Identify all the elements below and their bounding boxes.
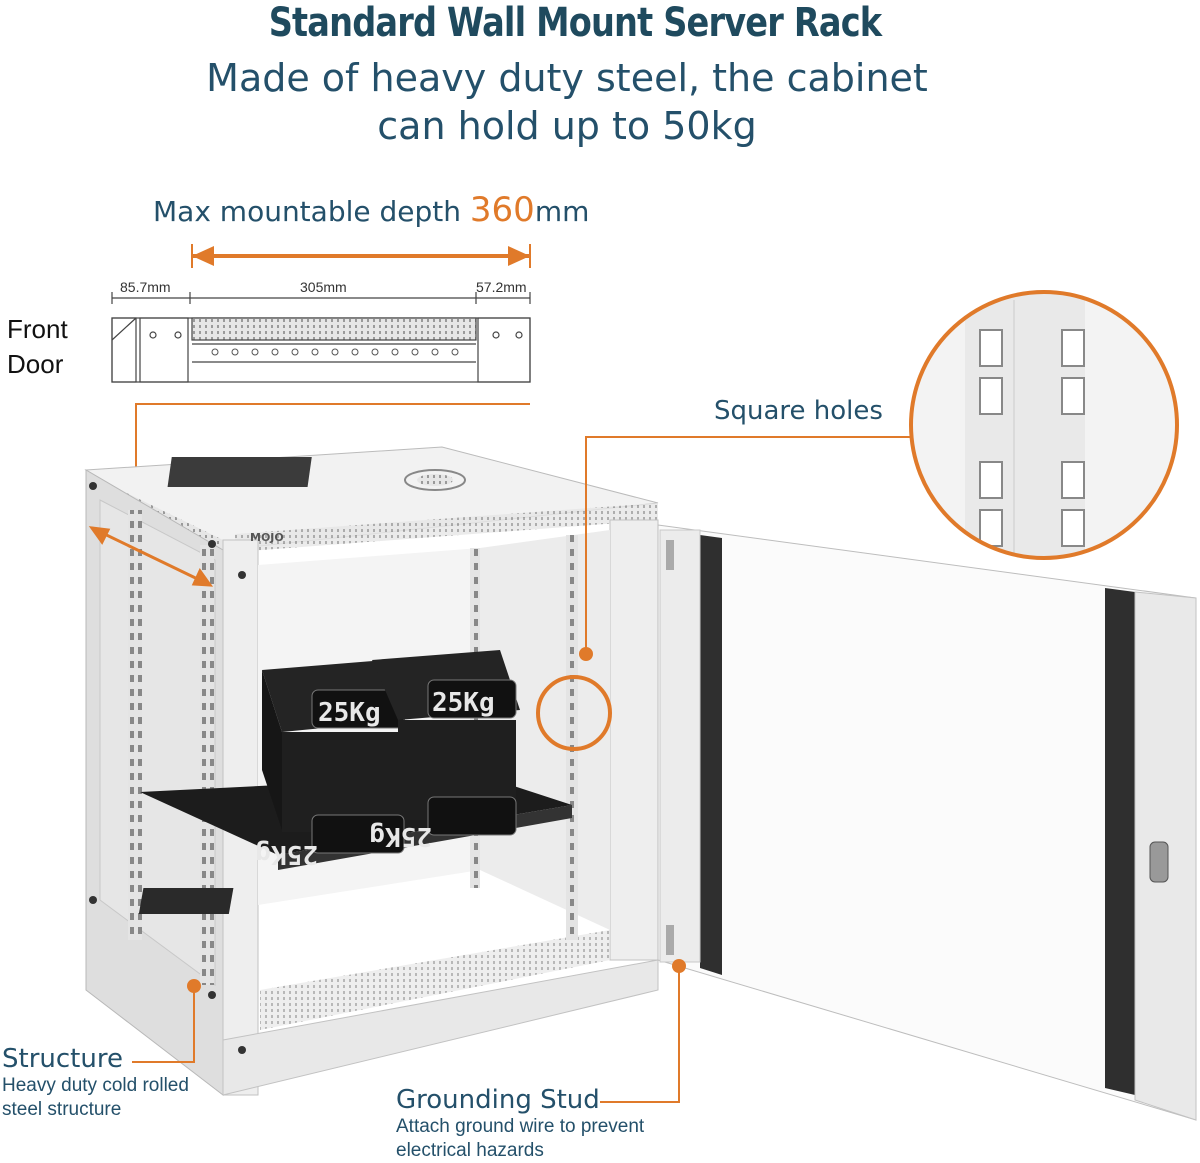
weight-label-1: 25Kg	[318, 698, 381, 728]
grounding-leader	[600, 968, 680, 1103]
square-holes-marker	[536, 675, 612, 751]
grounding-line-2: electrical hazards	[396, 1140, 544, 1161]
structure-line-2: steel structure	[2, 1099, 122, 1120]
depth-label: Max mountable depth 360mm	[153, 190, 589, 230]
front-door-line-1: Front	[7, 314, 68, 344]
door-lock-icon	[1149, 841, 1169, 883]
structure-line-1: Heavy duty cold rolled	[2, 1075, 189, 1096]
square-holes-label: Square holes	[714, 396, 883, 426]
page-title: Standard Wall Mount Server Rack	[268, 0, 882, 46]
dimension-left: 85.7mm	[120, 279, 171, 295]
side-view-holes	[211, 348, 459, 356]
side-view-drawing	[111, 292, 531, 383]
weight-label-2: 25Kg	[432, 688, 495, 718]
brand-logo: MOJO	[250, 531, 284, 544]
glass-door	[657, 524, 1197, 1121]
square-holes-dot	[579, 647, 593, 661]
dimension-middle: 305mm	[300, 279, 347, 295]
square-holes-zoom	[909, 290, 1179, 560]
weight-label-3: 25Kg	[255, 839, 318, 869]
grounding-callout: Grounding Stud Attach ground wire to pre…	[396, 1085, 644, 1163]
depth-unit: mm	[534, 195, 590, 228]
weights	[262, 650, 520, 854]
subtitle-line-1: Made of heavy duty steel, the cabinet	[206, 56, 928, 100]
structure-leader-bottom	[132, 988, 195, 1063]
square-holes-leader	[585, 436, 910, 652]
grounding-title: Grounding Stud	[396, 1085, 600, 1115]
dimension-right: 57.2mm	[476, 279, 527, 295]
depth-arrow	[191, 244, 531, 268]
structure-callout: Structure Heavy duty cold rolled steel s…	[2, 1044, 189, 1122]
structure-bottom-dot	[187, 979, 201, 993]
grounding-line-1: Attach ground wire to prevent	[396, 1116, 645, 1137]
side-depth-arrow	[88, 526, 214, 587]
front-door-line-2: Door	[7, 349, 64, 379]
depth-value: 360	[469, 190, 535, 230]
structure-title: Structure	[2, 1044, 123, 1074]
depth-prefix: Max mountable depth	[153, 195, 470, 228]
front-door-label: Front Door	[7, 312, 68, 382]
subtitle-line-2: can hold up to 50kg	[377, 104, 757, 148]
grounding-dot	[672, 959, 686, 973]
weight-label-4: 25Kg	[369, 821, 432, 851]
